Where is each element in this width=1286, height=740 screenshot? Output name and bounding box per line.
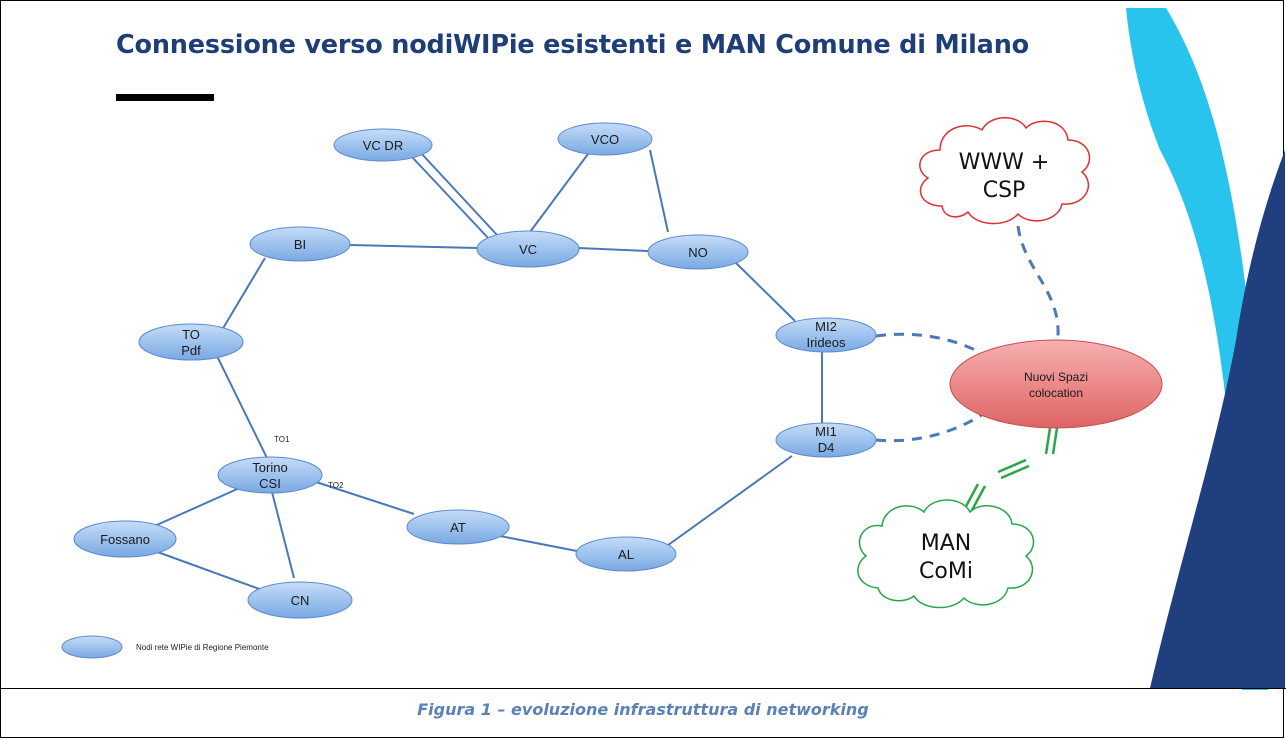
link-bi-vc: [349, 244, 479, 249]
label-torino-1: Torino: [252, 460, 287, 475]
node-nuovi-spazi: [949, 339, 1163, 429]
label-mi1-1: MI1: [815, 424, 837, 439]
node-topdf: [138, 323, 244, 361]
cloud-www-csp: [919, 117, 1091, 225]
title-underline: [116, 94, 214, 101]
link-vco-no: [649, 149, 669, 233]
label-to2: TO2: [328, 481, 344, 490]
link-no-mi2: [732, 259, 796, 322]
dashed-link-mi2-nuovi: [875, 332, 987, 358]
slide-title: Connessione verso nodiWIPie esistenti e …: [116, 30, 1029, 60]
green-link-b1: [997, 458, 1027, 474]
label-no: NO: [688, 245, 708, 260]
link-vc-no: [577, 247, 649, 252]
label-www-1: WWW +: [959, 150, 1050, 175]
node-al: [575, 536, 677, 572]
label-al: AL: [618, 547, 634, 562]
label-to1: TO1: [274, 435, 290, 444]
label-nuovi-1: Nuovi Spazi: [1024, 370, 1088, 384]
label-mi2-2: Irideos: [806, 335, 846, 350]
label-topdf-2: Pdf: [181, 343, 201, 358]
link-fossano-cn: [151, 549, 263, 591]
label-cn: CN: [291, 593, 310, 608]
link-topdf-torino: [215, 353, 269, 461]
legend-text: Nodi rete WIPie di Regione Piemonte: [136, 643, 269, 652]
label-nuovi-2: colocation: [1029, 386, 1083, 400]
label-man-2: CoMi: [919, 559, 973, 584]
label-vc: VC: [519, 242, 537, 257]
green-link-c2: [969, 485, 987, 513]
label-topdf-1: TO: [182, 327, 200, 342]
node-vco: [557, 122, 653, 156]
green-links: [962, 427, 1059, 513]
node-bi: [249, 226, 351, 262]
node-at: [406, 509, 510, 545]
node-mi1: [775, 422, 877, 458]
green-link-a1: [1044, 427, 1052, 455]
link-torino-cn: [271, 491, 295, 579]
label-at: AT: [450, 520, 466, 535]
label-bi: BI: [294, 237, 306, 252]
link-vcdr-vc-a: [411, 156, 491, 241]
caption-divider: [0, 688, 1286, 689]
label-man-1: MAN: [921, 531, 972, 556]
link-torino-fossano: [149, 485, 245, 529]
node-no: [647, 234, 749, 270]
label-www-2: CSP: [983, 178, 1026, 203]
link-torino-at: [315, 481, 415, 515]
green-link-a2: [1051, 427, 1059, 455]
node-mi2: [775, 317, 877, 353]
dashed-link-www-nuovi: [1016, 225, 1060, 337]
dashed-links: [875, 225, 1060, 443]
node-fossano: [73, 520, 177, 558]
label-mi2-1: MI2: [815, 319, 837, 334]
green-link-c1: [962, 483, 980, 511]
link-at-al: [499, 535, 583, 553]
legend-swatch: [61, 635, 123, 659]
label-fossano: Fossano: [100, 532, 150, 547]
node-cn: [247, 581, 353, 619]
label-torino-2: CSI: [259, 476, 281, 491]
label-vcdr: VC DR: [363, 138, 403, 153]
green-link-b2: [1000, 464, 1030, 480]
link-vcdr-vc-b: [419, 151, 499, 237]
node-vcdr: [333, 128, 433, 162]
node-vc: [476, 230, 580, 268]
dashed-link-mi1-nuovi: [875, 410, 987, 443]
figure-caption: Figura 1 – evoluzione infrastruttura di …: [417, 700, 869, 719]
label-mi1-2: D4: [818, 440, 835, 455]
label-vco: VCO: [591, 132, 619, 147]
link-al-mi1: [663, 455, 793, 549]
node-torino: [217, 456, 323, 494]
link-vco-vc: [529, 153, 589, 233]
decorative-swoosh-dark: [1150, 150, 1285, 688]
link-bi-topdf: [221, 257, 266, 331]
cloud-man-comi: [857, 499, 1035, 609]
network-links: [149, 149, 823, 591]
